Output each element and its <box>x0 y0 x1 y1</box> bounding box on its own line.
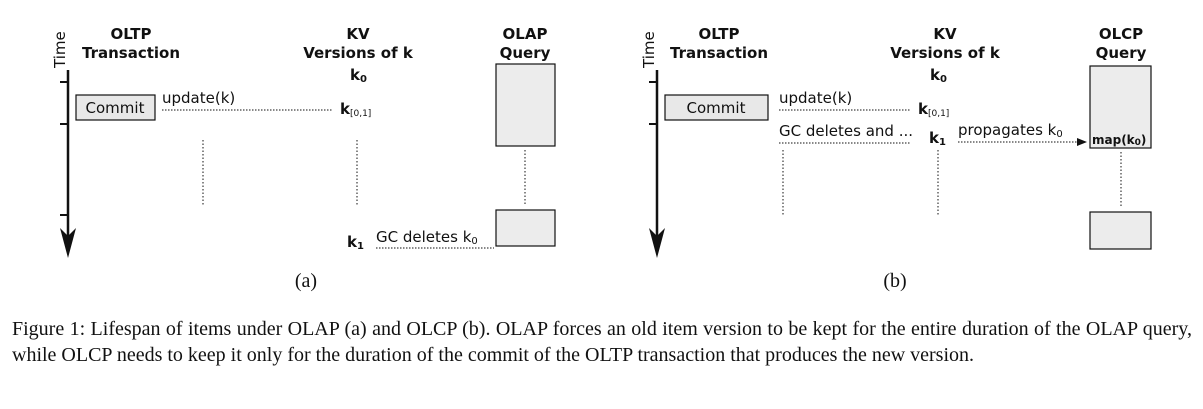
olap-header-a-2: Query <box>500 44 551 62</box>
gc-deletes-and-label-b: GC deletes and ... <box>779 122 913 140</box>
kv-version-k01-a: k[0,1] <box>340 100 371 119</box>
figure-lifespan-diagram: Time OLTP Transaction KV Versions of k O… <box>51 25 1152 292</box>
oltp-header-b-2: Transaction <box>670 44 768 62</box>
map-k0-label-b: map(k0) <box>1092 133 1146 148</box>
figure-caption: Figure 1: Lifespan of items under OLAP (… <box>12 318 1192 366</box>
update-label-a: update(k) <box>162 89 235 107</box>
commit-label-a: Commit <box>86 99 145 117</box>
update-label-b: update(k) <box>779 89 852 107</box>
kv-version-k1-b: k1 <box>929 129 946 148</box>
kv-version-k01-b: k[0,1] <box>918 100 949 119</box>
oltp-header-a-1: OLTP <box>110 25 151 43</box>
kv-version-k1-a: k1 <box>347 233 364 252</box>
olap-query-end-box-a <box>495 209 556 247</box>
olcp-query-end-box-b <box>1089 211 1152 250</box>
olap-header-a-1: OLAP <box>503 25 548 43</box>
commit-label-b: Commit <box>687 99 746 117</box>
panel-label-b: (b) <box>883 270 906 292</box>
oltp-header-a-2: Transaction <box>82 44 180 62</box>
kv-version-k0-b: k0 <box>930 66 947 85</box>
time-arrowhead-b <box>649 228 665 258</box>
olcp-query-box-b <box>1089 65 1152 149</box>
olcp-header-b-1: OLCP <box>1099 25 1143 43</box>
commit-box-b <box>664 94 769 121</box>
olcp-header-b-2: Query <box>1096 44 1147 62</box>
kv-header-b-2: Versions of k <box>890 44 1001 62</box>
time-arrowhead-a <box>60 228 76 258</box>
commit-box-a <box>75 94 156 121</box>
kv-header-a-1: KV <box>346 25 370 43</box>
panel-label-a: (a) <box>295 270 317 292</box>
kv-header-b-1: KV <box>933 25 957 43</box>
panel-b: Time OLTP Transaction KV Versions of k O… <box>640 25 1152 292</box>
kv-header-a-2: Versions of k <box>303 44 414 62</box>
kv-version-k0-a: k0 <box>350 66 367 85</box>
olap-query-box-a <box>495 63 556 147</box>
panel-a: Time OLTP Transaction KV Versions of k O… <box>51 25 556 292</box>
time-label-b: Time <box>640 31 658 69</box>
oltp-header-b-1: OLTP <box>698 25 739 43</box>
propagates-label-b: propagates k0 <box>958 121 1063 140</box>
time-label-a: Time <box>51 31 69 69</box>
gc-deletes-label-a: GC deletes k0 <box>376 228 478 247</box>
